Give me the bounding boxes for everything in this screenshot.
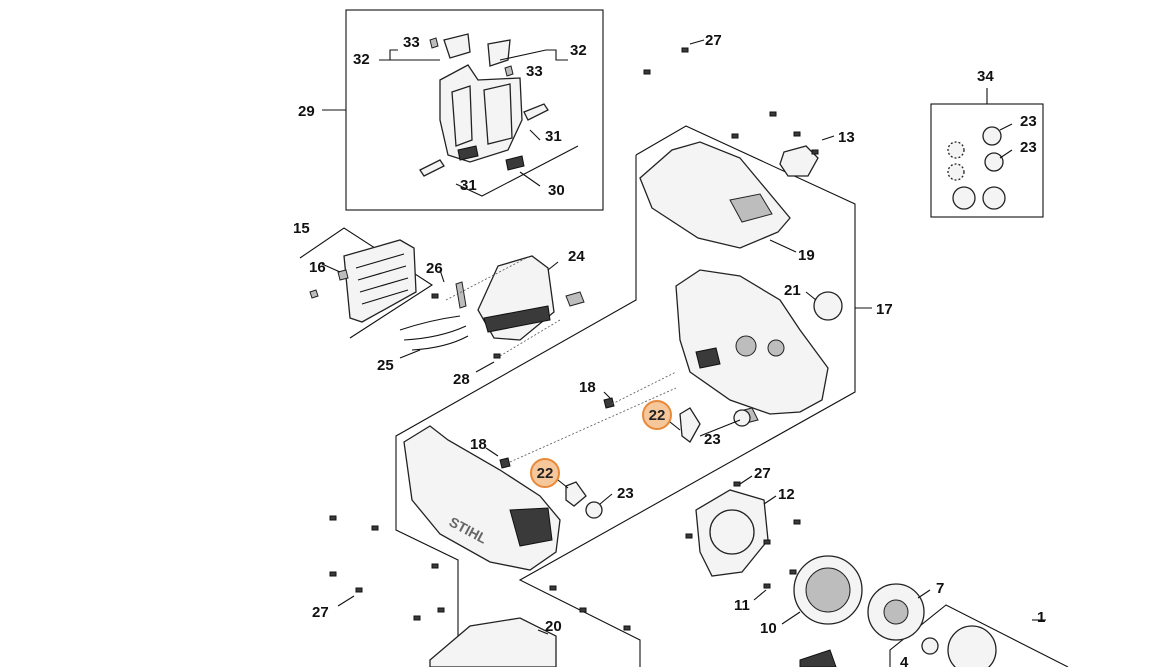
cable-part-25 xyxy=(399,281,469,351)
label-27-mid: 27 xyxy=(754,465,771,482)
label-10: 10 xyxy=(760,620,777,637)
callout-22-lower-leader xyxy=(557,479,569,489)
flywheel-part-7 xyxy=(867,583,925,641)
label-15: 15 xyxy=(293,220,310,237)
screws xyxy=(329,47,819,631)
cover-part-20 xyxy=(429,617,557,667)
label-32a: 32 xyxy=(353,51,370,68)
label-13: 13 xyxy=(838,129,855,146)
label-28: 28 xyxy=(453,371,470,388)
flywheel-cover-part-10 xyxy=(793,555,863,625)
callout-22-upper-leader xyxy=(669,421,681,431)
label-1: 1 xyxy=(1037,609,1045,626)
label-7: 7 xyxy=(936,580,944,597)
housing-cover-part xyxy=(419,33,549,177)
label-27-left: 27 xyxy=(312,604,329,621)
handle-housing-part: STIHL xyxy=(403,425,561,571)
callout-22-upper-label: 22 xyxy=(649,407,666,424)
label-19: 19 xyxy=(798,247,815,264)
part-labels: 33 32 32 33 29 31 31 30 27 34 23 23 13 1… xyxy=(293,32,1045,667)
label-11: 11 xyxy=(734,597,750,614)
air-filter-part-15 xyxy=(309,239,417,323)
part-1-assembly xyxy=(799,625,997,667)
label-23-box-a: 23 xyxy=(1020,113,1037,130)
roller-set-34 xyxy=(947,126,1006,210)
label-4: 4 xyxy=(900,654,909,667)
label-31b: 31 xyxy=(460,177,477,194)
label-33a: 33 xyxy=(403,34,420,51)
label-25: 25 xyxy=(377,357,394,374)
label-21: 21 xyxy=(784,282,801,299)
label-26: 26 xyxy=(426,260,443,277)
label-32b: 32 xyxy=(570,42,587,59)
label-30: 30 xyxy=(548,182,565,199)
callout-22-lower[interactable]: 22 xyxy=(530,458,560,488)
callout-22-lower-label: 22 xyxy=(537,465,554,482)
label-33b: 33 xyxy=(526,63,543,80)
label-27-top: 27 xyxy=(705,32,722,49)
label-18a: 18 xyxy=(579,379,596,396)
label-23b: 23 xyxy=(617,485,634,502)
label-23-box-b: 23 xyxy=(1020,139,1037,156)
label-34: 34 xyxy=(977,68,994,85)
assembly-guide-lines xyxy=(445,255,677,463)
label-31a: 31 xyxy=(545,128,562,145)
label-24: 24 xyxy=(568,248,585,265)
label-23a: 23 xyxy=(704,431,721,448)
label-29: 29 xyxy=(298,103,315,120)
ignition-module-part-24 xyxy=(477,255,585,341)
label-12: 12 xyxy=(778,486,795,503)
callout-22-upper[interactable]: 22 xyxy=(642,400,672,430)
crankcase-part xyxy=(675,269,843,425)
label-20: 20 xyxy=(545,618,562,635)
label-17: 17 xyxy=(876,301,893,318)
top-cover-part-19 xyxy=(639,141,819,249)
label-18b: 18 xyxy=(470,436,487,453)
leader-lines xyxy=(321,39,1046,635)
frame-17-housing xyxy=(395,125,856,667)
bracket-parts-22-23 xyxy=(499,397,751,519)
fan-housing-part-12 xyxy=(695,489,769,577)
label-16: 16 xyxy=(309,259,326,276)
